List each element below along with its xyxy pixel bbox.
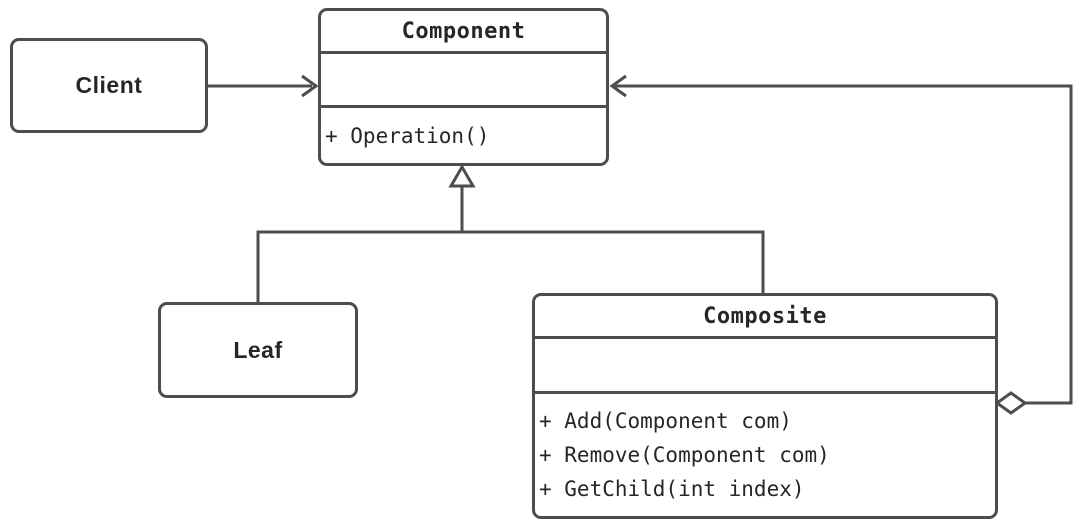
- composite-attributes-section: [535, 339, 995, 394]
- class-box-composite: Composite + Add(Component com) + Remove(…: [532, 293, 998, 519]
- class-box-leaf: Leaf: [158, 302, 358, 398]
- aggregation-diamond-icon: [994, 391, 1028, 415]
- inheritance-triangle-icon: [448, 164, 476, 188]
- aggregation-arrowhead-icon: [609, 74, 627, 98]
- method-getchild: + GetChild(int index): [539, 477, 805, 501]
- method-remove: + Remove(Component com): [539, 443, 830, 467]
- inheritance-branch-line: [256, 230, 765, 304]
- association-arrowhead-icon: [301, 74, 319, 98]
- class-box-component: Component + Operation(): [318, 8, 609, 166]
- method-add: + Add(Component com): [539, 409, 792, 433]
- component-methods-section: + Operation(): [321, 108, 606, 163]
- class-name-leaf: Leaf: [233, 336, 283, 363]
- component-attributes-section: [321, 54, 606, 108]
- class-name-component: Component: [321, 11, 606, 54]
- class-box-client: Client: [10, 38, 208, 133]
- method-operation: + Operation(): [325, 123, 490, 148]
- class-name-client: Client: [75, 72, 143, 98]
- class-name-composite: Composite: [535, 296, 995, 339]
- composite-methods-section: + Add(Component com) + Remove(Component …: [535, 394, 995, 516]
- aggregation-line: [614, 84, 1073, 405]
